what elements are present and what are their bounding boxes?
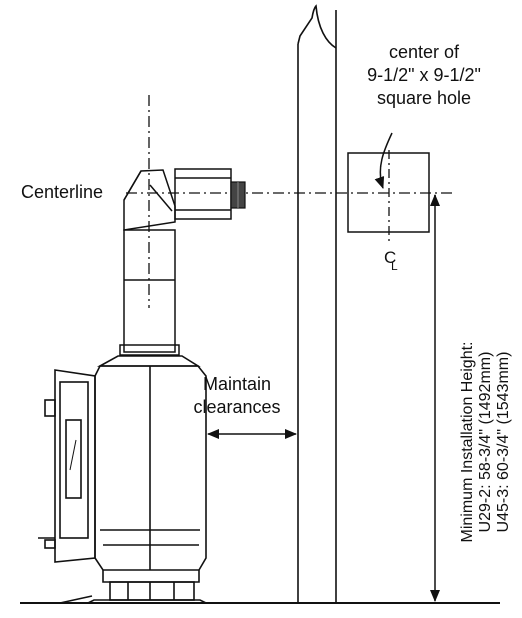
svg-text:L: L	[391, 259, 398, 273]
square-hole	[347, 152, 430, 233]
hole-label-line3: square hole	[377, 88, 471, 108]
cl-symbol: C L	[384, 248, 398, 273]
height-label-line1: Minimum Installation Height:	[459, 342, 476, 543]
svg-text:C: C	[384, 248, 396, 267]
vent-pipe	[119, 168, 232, 356]
clearance-label-line2: clearances	[193, 397, 280, 417]
hole-label-line1: center of	[389, 42, 460, 62]
clearance-label-line1: Maintain	[203, 374, 271, 394]
centerline-label: Centerline	[21, 182, 103, 202]
hole-pointer-arrow	[374, 132, 393, 189]
height-label-line2: U29-2: 58-3/4" (1492mm)	[477, 352, 494, 533]
stove	[38, 355, 207, 604]
hole-label-line2: 9-1/2" x 9-1/2"	[367, 65, 481, 85]
height-label-line3: U45-3: 60-3/4" (1543mm)	[495, 352, 512, 533]
wall	[297, 4, 337, 603]
